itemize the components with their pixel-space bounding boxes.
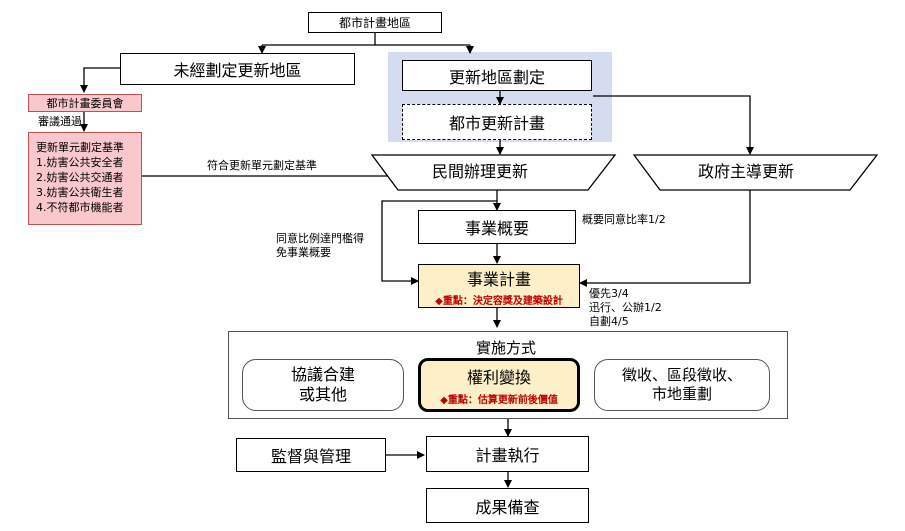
unit-criteria-box: 更新單元劃定基準 1.妨害公共安全者 2.妨害公共交通者 3.妨害公共衛生者 4… (28, 132, 142, 225)
meets-criteria-label: 符合更新單元劃定基準 (207, 159, 317, 172)
consult-build-line1: 協議合建 (290, 365, 355, 384)
expropriation-line1: 徵收、區段徵收、 (621, 365, 742, 384)
record-review-box: 成果備查 (426, 488, 589, 523)
unit-criteria-item: 4.不符都市機能者 (36, 200, 124, 214)
not-designated-box: 未經劃定更新地區 (120, 53, 355, 85)
urban-plan-area-box: 都市計畫地區 (308, 12, 442, 33)
ratio-fast-label: 迅行、公辦1/2 (589, 301, 662, 314)
review-pass-label: 審議通過 (38, 115, 82, 128)
rights-conversion-box: 權利變換 ◆重點：估算更新前後價值 (418, 358, 580, 412)
business-plan-key-point: ◆重點：決定容獎及建築設計 (435, 295, 563, 307)
expropriation-box: 徵收、區段徵收、 市地重劃 (594, 359, 770, 411)
unit-criteria-item: 2.妨害公共交通者 (36, 171, 124, 185)
consult-build-line2: 或其他 (298, 385, 347, 404)
expropriation-line2: 市地重劃 (651, 385, 712, 403)
unit-criteria-item: 1.妨害公共安全者 (36, 156, 124, 170)
summary-ratio-label: 概要同意比率1/2 (582, 213, 666, 226)
rights-conversion-title: 權利變換 (466, 368, 531, 387)
unit-criteria-item: 3.妨害公共衛生者 (36, 185, 124, 199)
exempt-note-line1: 同意比例達門檻得 (276, 232, 364, 245)
ratio-priority-label: 優先3/4 (589, 287, 629, 300)
unit-criteria-title: 更新單元劃定基準 (36, 141, 124, 155)
supervision-box: 監督與管理 (236, 438, 386, 472)
business-plan-title: 事業計畫 (466, 269, 531, 289)
business-summary-box: 事業概要 (418, 210, 576, 244)
implementation-title: 實施方式 (476, 339, 537, 357)
consult-build-box: 協議合建 或其他 (242, 359, 404, 411)
gov-renewal-label: 政府主導更新 (698, 162, 795, 181)
urban-renewal-plan-box: 都市更新計畫 (402, 104, 592, 140)
committee-box: 都市計畫委員會 (28, 94, 142, 112)
ratio-self-label: 自劃4/5 (589, 315, 629, 328)
private-renewal-label: 民間辦理更新 (432, 162, 529, 181)
business-plan-box: 事業計畫 ◆重點：決定容獎及建築設計 (418, 264, 580, 308)
designate-area-box: 更新地區劃定 (402, 60, 592, 91)
plan-execution-box: 計畫執行 (426, 436, 589, 472)
rights-conversion-key-point: ◆重點：估算更新前後價值 (440, 395, 558, 406)
exempt-note-line2: 免事業概要 (276, 246, 331, 259)
